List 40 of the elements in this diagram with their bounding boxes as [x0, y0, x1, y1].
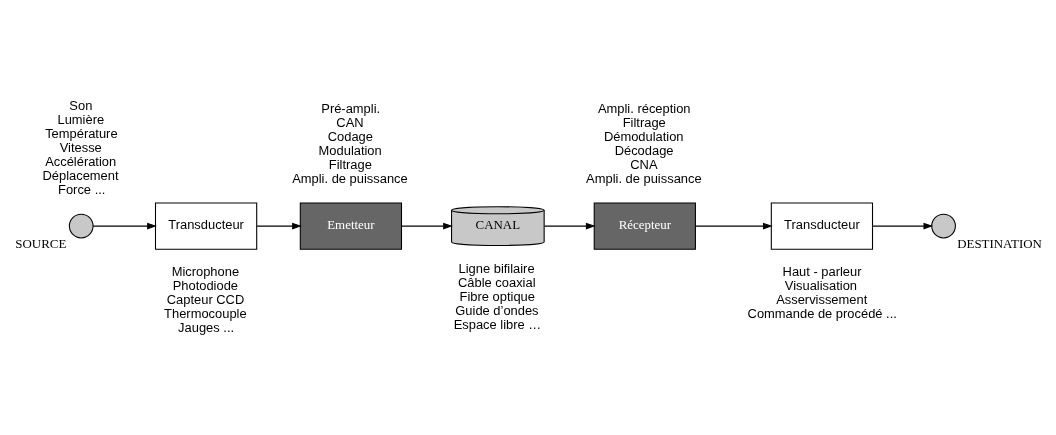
node-label: Démodulation	[603, 128, 684, 144]
node-label: Codage	[327, 128, 373, 144]
node-label: Son	[69, 97, 93, 113]
node-label: Filtrage	[328, 156, 372, 172]
arrow	[695, 222, 773, 230]
node-box: Transducteur	[154, 202, 258, 250]
node-label: Lumière	[57, 111, 105, 127]
node-label: Microphone	[171, 263, 240, 279]
node-label: CNA	[630, 156, 658, 172]
arrow	[543, 222, 596, 230]
node-label: Commande de procédé ...	[747, 306, 897, 322]
node-label: DESTINATION	[957, 236, 1042, 252]
node-label: Asservissement	[776, 292, 868, 308]
arrow	[92, 222, 157, 230]
node-label: CAN	[336, 114, 364, 130]
node-label: Température	[45, 125, 118, 141]
node-label: Visualisation	[784, 278, 857, 294]
node-label: Ampli. de puissance	[586, 170, 702, 186]
arrow	[872, 222, 934, 230]
node-label: Espace libre …	[453, 316, 542, 332]
node-label: Guide d’ondes	[455, 302, 539, 318]
node-label: Force ...	[58, 181, 106, 197]
node-label: Décodage	[614, 142, 674, 158]
node-label: SOURCE	[15, 236, 67, 252]
arrow	[401, 222, 453, 230]
node-label: Haut - parleur	[782, 264, 862, 280]
node-label: Ampli. réception	[597, 100, 691, 116]
node-label: Ligne bifilaire	[458, 260, 535, 276]
node-label: Fibre optique	[459, 288, 535, 304]
node-label: Accélération	[45, 153, 117, 169]
node-circle	[931, 213, 956, 239]
node-box: Transducteur	[770, 202, 874, 250]
node-label: Pré-ampli.	[321, 100, 381, 116]
node-box: Récepteur	[593, 202, 696, 250]
node-label: Capteur CCD	[166, 291, 245, 307]
node-label: Déplacement	[42, 167, 119, 183]
arrow	[256, 222, 302, 230]
node-circle	[68, 213, 94, 239]
node-box: Emetteur	[299, 202, 403, 250]
node-label: Câble coaxial	[458, 274, 536, 290]
